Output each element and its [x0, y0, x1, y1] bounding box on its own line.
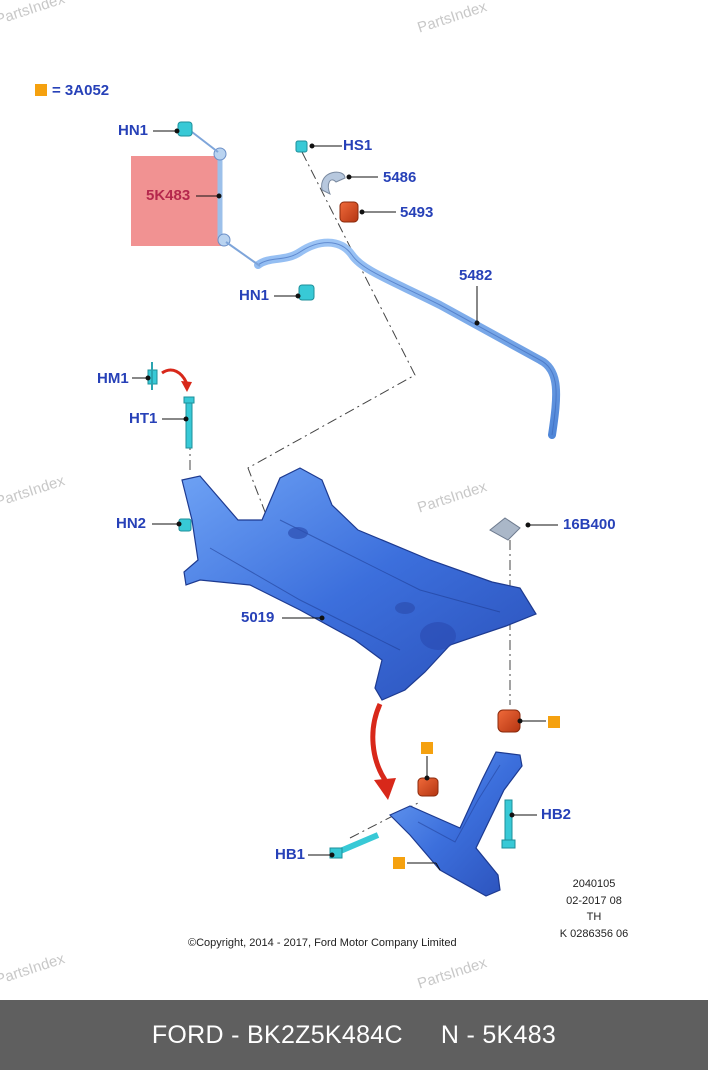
selected-part-highlight[interactable]	[131, 156, 221, 246]
bushing-5493	[339, 201, 359, 223]
info-line: 2040105	[572, 878, 616, 890]
diagram-canvas: PartsIndex PartsIndex PartsIndex PartsIn…	[0, 0, 640, 993]
callout-5486[interactable]: 5486	[383, 169, 417, 186]
callout-5493[interactable]: 5493	[400, 204, 434, 221]
illustration-info: 2040105 02-2017 08 TH K 0286356 06	[548, 876, 640, 942]
callout-hs1[interactable]: HS1	[343, 137, 373, 154]
footer-part-number: FORD - BK2Z5K484C	[151, 1020, 403, 1049]
subframe-5019	[181, 467, 537, 701]
footer-bar: FORD - BK2Z5K484C N - 5K483	[0, 1000, 708, 1070]
marker-3a052-icon	[393, 857, 405, 869]
red-arrow-small	[161, 368, 189, 385]
red-arrow-large	[370, 702, 388, 782]
callout-5482[interactable]: 5482	[459, 267, 493, 284]
marker-3a052-icon	[421, 742, 433, 754]
info-line: K 0286356 06	[559, 927, 629, 940]
callout-ht1[interactable]: HT1	[129, 410, 158, 427]
callout-hb1[interactable]: HB1	[275, 846, 306, 863]
callout-hb2[interactable]: HB2	[541, 806, 572, 823]
stabilizer-bar	[254, 238, 561, 439]
bolt-hb1	[329, 832, 380, 859]
bushing-right	[497, 709, 521, 733]
leader-lines	[132, 128, 558, 871]
bushing-left	[417, 777, 439, 797]
callout-5k483[interactable]: 5K483	[146, 187, 191, 204]
callout-5019[interactable]: 5019	[241, 609, 275, 626]
callout-hn1-top[interactable]: HN1	[118, 122, 149, 139]
footer-reference: N - 5K483	[440, 1020, 557, 1049]
nut-hn1-top	[177, 121, 193, 137]
clamp-5486	[321, 171, 346, 196]
legend-text: = 3A052	[52, 82, 110, 99]
callout-hn2[interactable]: HN2	[116, 515, 147, 532]
stabilizer-link	[191, 131, 261, 267]
bolt-hb2	[501, 799, 516, 849]
info-line: TH	[586, 911, 602, 923]
callout-hm1[interactable]: HM1	[97, 370, 129, 387]
lower-control-arm	[388, 751, 523, 897]
info-line: 02-2017 08	[566, 894, 622, 907]
copyright-notice: ©Copyright, 2014 - 2017, Ford Motor Comp…	[188, 937, 457, 949]
nut-hn1-bottom	[298, 284, 315, 301]
marker-3a052-icon	[548, 716, 560, 728]
exploded-parts-drawing	[132, 121, 561, 897]
callout-hn1-bottom[interactable]: HN1	[239, 287, 270, 304]
bolt-ht1	[183, 396, 195, 449]
legend-square-icon	[35, 84, 47, 96]
callout-16b400[interactable]: 16B400	[563, 516, 616, 533]
bolt-hs1	[295, 140, 308, 153]
nut-plate-16b400	[489, 517, 521, 541]
